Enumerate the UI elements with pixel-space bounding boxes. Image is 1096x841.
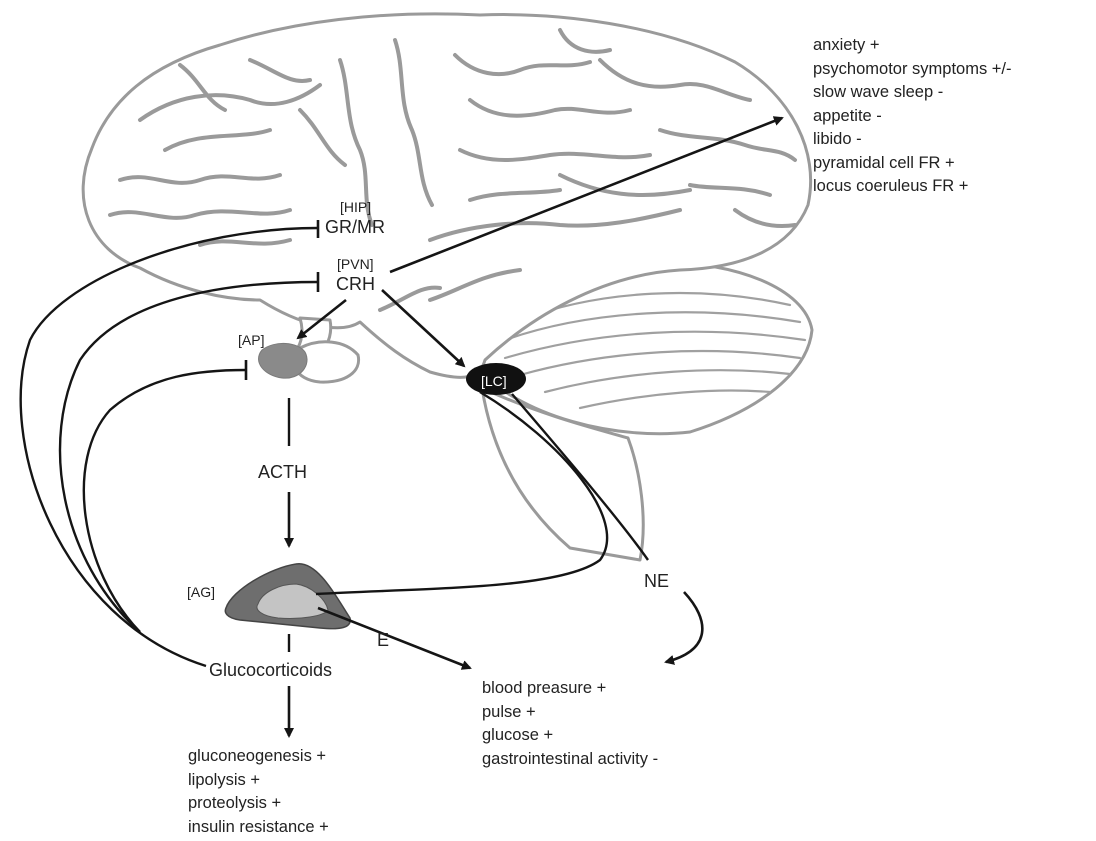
label-pvn: [PVN] (337, 256, 374, 272)
label-e: E (377, 630, 390, 650)
cardio-effect: blood preasure + (482, 679, 607, 697)
metabolic-effects-list: gluconeogenesis + lipolysis + proteolysi… (188, 745, 329, 839)
feedback-to-ap (82, 368, 247, 633)
feedback-to-hip (19, 226, 319, 668)
adrenal-medulla (256, 583, 329, 619)
feedback-to-pvn (58, 280, 319, 633)
label-ap: [AP] (238, 332, 265, 348)
cardio-effect: pulse + (482, 702, 536, 721)
line-lc-to-ag (315, 390, 609, 596)
adrenal-gland (224, 563, 351, 630)
label-glucocorticoids: Glucocorticoids (209, 660, 333, 680)
line-lc-to-ne (511, 393, 649, 561)
arrow-ne-to-cardio (664, 591, 704, 665)
metabolic-effect: proteolysis + (188, 794, 282, 812)
cns-effect: libido - (813, 130, 862, 148)
cns-effect: slow wave sleep - (813, 83, 944, 101)
arrow-e-to-cardio (317, 606, 472, 670)
label-ag: [AG] (187, 584, 216, 600)
cardio-effects-list: blood preasure + pulse + glucose + gastr… (482, 677, 658, 771)
metabolic-effect: gluconeogenesis + (188, 747, 327, 765)
cns-effect: psychomotor symptoms +/- (813, 59, 1012, 78)
metabolic-effect: insulin resistance + (188, 817, 329, 836)
arrow-pvn-to-cortex (389, 116, 784, 274)
cns-effects-list: anxiety + psychomotor symptoms +/- slow … (813, 34, 1012, 199)
arrow-crh-to-ap (296, 298, 347, 340)
anterior-pituitary (258, 343, 308, 379)
label-hip: [HIP] (340, 199, 372, 215)
cns-effect: pyramidal cell FR + (813, 153, 955, 172)
label-gr-mr: GR/MR (325, 217, 385, 237)
label-ne: NE (644, 571, 670, 591)
locus-coeruleus (466, 363, 526, 395)
brain-illustration (81, 12, 814, 562)
pathways (19, 116, 784, 738)
cortical-folds (108, 28, 797, 312)
cardio-effect: gastrointestinal activity - (482, 749, 659, 768)
metabolic-effect: lipolysis + (188, 770, 260, 789)
cns-effect: anxiety + (813, 36, 880, 54)
cardio-effect: glucose + (482, 726, 554, 744)
cns-effect: locus coeruleus FR + (813, 177, 969, 195)
cns-effect: appetite - (813, 106, 882, 125)
label-lc: [LC] (481, 373, 507, 389)
label-crh: CRH (336, 274, 375, 294)
arrow-crh-to-lc (381, 289, 466, 368)
label-acth: ACTH (258, 462, 307, 482)
